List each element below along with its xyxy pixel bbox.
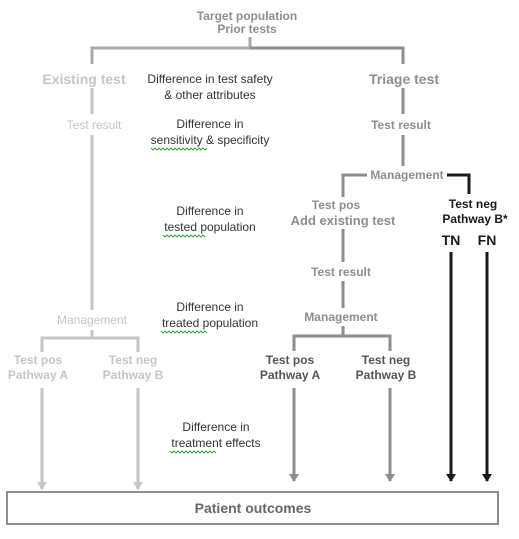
safety-line2: & other attributes	[164, 88, 255, 102]
differences-column: Difference in test safety & other attrib…	[147, 72, 272, 450]
target-population-label: Target population	[197, 9, 297, 23]
triage-pos-line2: Add existing test	[291, 213, 396, 228]
existing-branch: Existing test Test result Management Tes…	[8, 71, 164, 382]
squiggle-treated	[160, 330, 208, 334]
tested-line2: tested population	[164, 220, 255, 234]
triage-sub-neg-line1: Test neg	[362, 353, 410, 367]
triage-sub-neg-line2: Pathway B	[356, 368, 417, 382]
triage-sub-pos-line1: Test pos	[266, 353, 315, 367]
triage-negative-branch: Test neg Pathway B* TN FN	[442, 197, 508, 248]
prior-tests-label: Prior tests	[217, 22, 277, 36]
triage-neg-line1: Test neg	[449, 197, 497, 211]
patient-outcomes-label: Patient outcomes	[195, 500, 312, 516]
top-split-line	[90, 37, 252, 64]
triage-mgmt-left	[341, 173, 367, 197]
triage-management2: Management	[304, 310, 377, 324]
triage-neg-line	[447, 173, 471, 194]
patient-outcomes-frame	[6, 491, 499, 525]
treated-line1: Difference in	[176, 300, 243, 314]
effects-line1: Difference in	[182, 420, 249, 434]
triage-pos-line1: Test pos	[312, 198, 361, 212]
triage-test-title: Triage test	[369, 71, 439, 87]
squiggle-sensitivity	[150, 147, 208, 151]
triage-management: Management	[370, 168, 443, 182]
safety-line1: Difference in test safety	[147, 72, 272, 86]
squiggle-tested	[162, 234, 206, 238]
existing-pos-line2: Pathway A	[8, 368, 69, 382]
existing-pos-line1: Test pos	[14, 353, 63, 367]
triage-neg-line2: Pathway B*	[442, 212, 508, 226]
fn-label: FN	[478, 232, 497, 248]
tested-line1: Difference in	[176, 204, 243, 218]
existing-test-result: Test result	[67, 118, 122, 132]
existing-management: Management	[57, 313, 128, 327]
patient-outcomes-box: Patient outcomes	[6, 491, 499, 525]
connector-lines	[37, 37, 492, 490]
existing-neg-line2: Pathway B	[103, 368, 164, 382]
triage-branch: Triage test Test result Management Test …	[260, 71, 444, 382]
tn-label: TN	[442, 232, 461, 248]
triage-sub-split	[292, 326, 345, 351]
triage-sub-split-right	[343, 334, 392, 351]
triage-test-result: Test result	[371, 118, 431, 132]
existing-split-line-right	[92, 336, 140, 352]
top-split-line-right	[250, 46, 405, 64]
triage-test-result2: Test result	[311, 265, 371, 279]
effects-line2: treatment effects	[171, 436, 260, 450]
treated-line2: treated population	[162, 316, 258, 330]
existing-test-title: Existing test	[42, 71, 126, 87]
existing-split-line	[40, 330, 94, 352]
sens-line2: sensitivity & specificity	[151, 133, 270, 147]
spellcheck-squiggles	[150, 147, 217, 454]
triage-sub-pos-line2: Pathway A	[260, 368, 321, 382]
squiggle-treatment	[169, 450, 217, 454]
target-population-node: Target population Prior tests	[197, 9, 297, 36]
existing-neg-line1: Test neg	[109, 353, 157, 367]
sens-line1: Difference in	[176, 117, 243, 131]
